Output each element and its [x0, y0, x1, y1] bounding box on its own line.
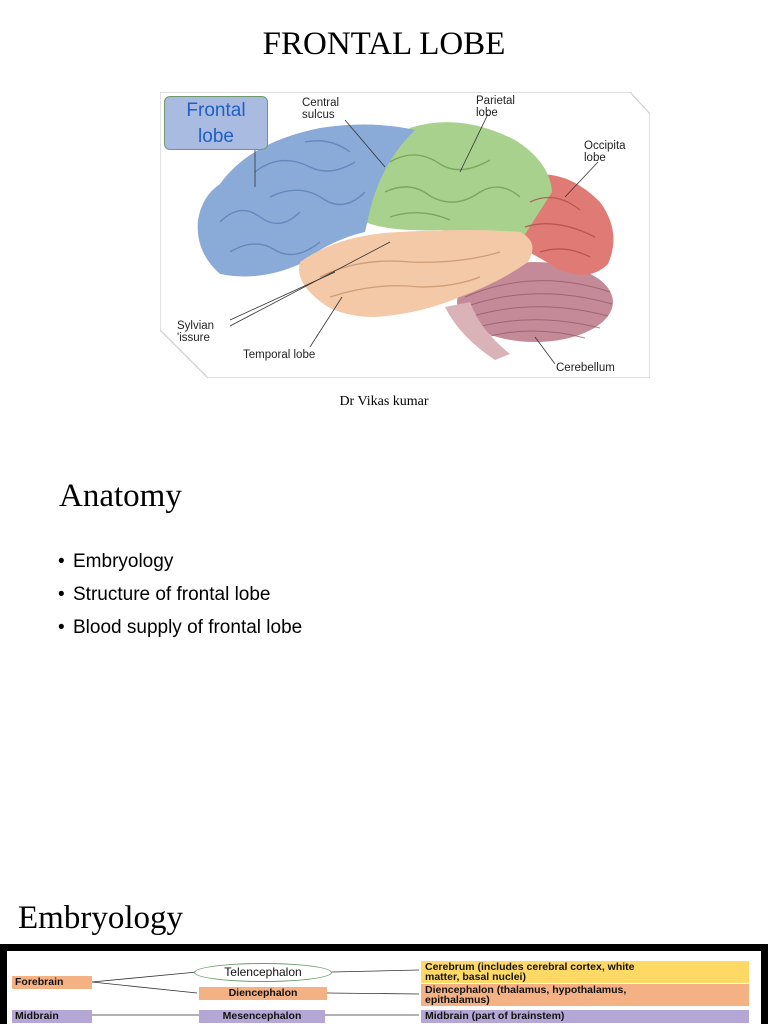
parietal-region	[363, 122, 552, 242]
cerebrum-line1: Cerebrum (includes cerebral cortex, whit…	[425, 961, 635, 973]
cerebellum-region	[457, 262, 613, 342]
embryology-table-frame: Forebrain Telencephalon Diencephalon Cer…	[0, 944, 768, 1024]
brain-illustration	[160, 92, 650, 378]
central-sulcus-line2: sulcus	[302, 109, 335, 121]
bullet-text: Structure of frontal lobe	[73, 584, 271, 605]
anatomy-bullet-list: • Embryology • Structure of frontal lobe •…	[58, 550, 302, 649]
dienc-desc-line2: epithalamus)	[425, 994, 490, 1006]
mesencephalon-cell: Mesencephalon	[199, 1010, 325, 1023]
anatomy-heading: Anatomy	[59, 478, 182, 514]
dienc-desc-line1: Diencephalon (thalamus, hypothalamus,	[425, 984, 627, 996]
parietal-line1: Parietal	[476, 95, 515, 107]
cerebellum-label: Cerebellum	[556, 362, 615, 374]
parietal-lobe-label: Parietal lobe	[476, 95, 515, 119]
midbrain-description-cell: Midbrain (part of brainstem)	[421, 1010, 749, 1023]
midbrain-cell: Midbrain	[12, 1010, 92, 1023]
bullet-dot-icon: •	[58, 584, 65, 605]
table-connectors	[91, 969, 420, 1016]
occipital-line2: lobe	[584, 152, 606, 164]
sylvian-fissure-label: Sylvian 'issure	[177, 320, 214, 344]
embryology-heading: Embryology	[18, 900, 183, 936]
diencephalon-cell: Diencephalon	[199, 987, 327, 1000]
frontal-label-line1: Frontal	[186, 100, 246, 121]
sylvian-line2: 'issure	[177, 332, 210, 344]
bullet-text: Embryology	[73, 551, 174, 572]
bullet-dot-icon: •	[58, 617, 65, 638]
central-sulcus-label: Central sulcus	[302, 97, 339, 121]
bullet-item: • Blood supply of frontal lobe	[58, 616, 302, 649]
parietal-line2: lobe	[476, 107, 498, 119]
occipital-line1: Occipita	[584, 140, 626, 152]
slide-title: FRONTAL LOBE	[262, 26, 506, 62]
central-sulcus-line1: Central	[302, 97, 340, 109]
bullet-item: • Structure of frontal lobe	[58, 583, 302, 616]
brain-diagram: Frontal lobe Central sulcus Parietal lob…	[160, 92, 650, 378]
cerebrum-cell: Cerebrum (includes cerebral cortex, whit…	[421, 961, 749, 983]
diencephalon-description-cell: Diencephalon (thalamus, hypothalamus, ep…	[421, 984, 749, 1006]
frontal-label-line2: lobe	[198, 126, 234, 147]
brainstem-region	[445, 302, 510, 360]
occipital-lobe-label: Occipita lobe	[584, 140, 626, 164]
sylvian-line1: Sylvian	[177, 320, 215, 332]
bullet-text: Blood supply of frontal lobe	[73, 617, 303, 638]
temporal-lobe-label: Temporal lobe	[243, 349, 316, 361]
temporal-region	[299, 230, 533, 317]
cerebrum-line2: matter, basal nuclei)	[425, 971, 526, 983]
telencephalon-cell: Telencephalon	[194, 963, 332, 982]
embryology-table: Forebrain Telencephalon Diencephalon Cer…	[7, 951, 761, 1024]
frontal-region	[197, 124, 415, 277]
bullet-item: • Embryology	[58, 550, 302, 583]
author-caption: Dr Vikas kumar	[339, 394, 429, 409]
forebrain-cell: Forebrain	[12, 976, 92, 989]
frontal-lobe-highlight-label: Frontal lobe	[164, 96, 268, 150]
bullet-dot-icon: •	[58, 551, 65, 572]
